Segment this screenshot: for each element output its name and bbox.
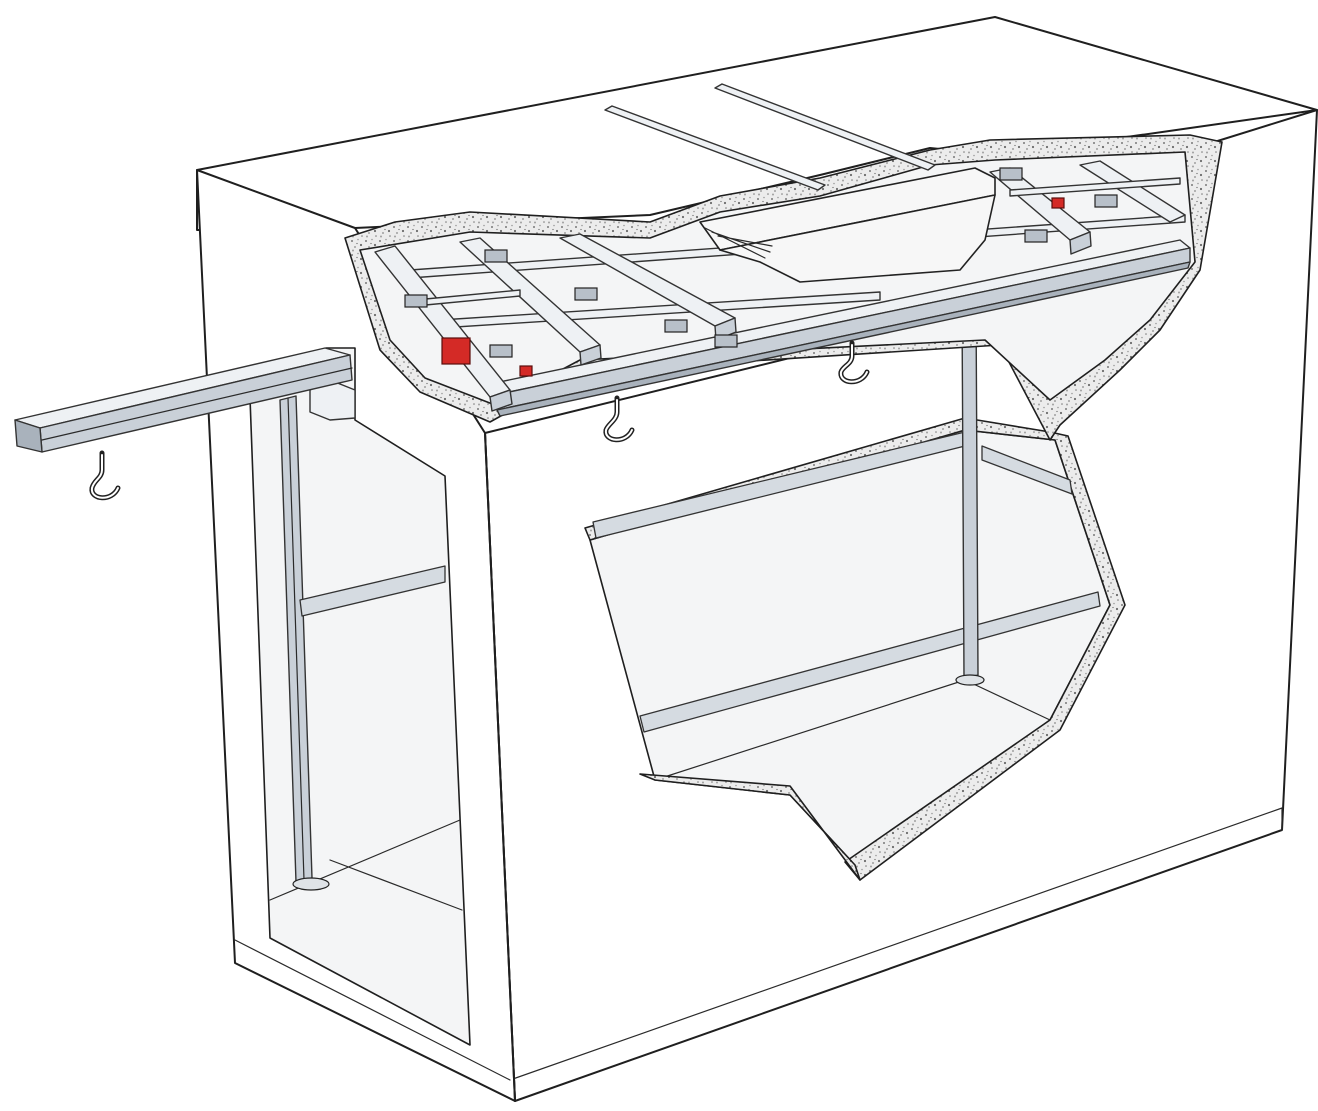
front-corner-edge [484, 432, 516, 1102]
cooling-unit [699, 167, 996, 283]
insulation-ring [584, 417, 1126, 881]
brace-lower [639, 591, 1101, 733]
cooling-unit-vent [704, 227, 773, 259]
cooling-unit-front [719, 194, 996, 283]
insulation-bottom-edge [639, 773, 861, 881]
trolley-5 [1024, 229, 1048, 243]
brace-left [299, 565, 446, 617]
hook-1 [89, 450, 121, 501]
red-block-3 [1051, 197, 1065, 209]
meat-hooks [89, 340, 870, 501]
inner-rail-b [1009, 177, 1181, 197]
cross-braces [592, 431, 1101, 733]
trolley-7 [999, 167, 1023, 181]
roof-rail-1 [604, 105, 826, 191]
trolley-1 [484, 249, 508, 263]
trolley-8 [404, 294, 428, 308]
base-strip-right [509, 807, 1283, 1081]
left-beam-side [489, 389, 513, 412]
hook-2 [603, 395, 635, 443]
hook-3 [838, 340, 870, 385]
extension-rail [14, 347, 353, 453]
extension-rail-end [14, 419, 43, 453]
red-trolleys [441, 197, 1065, 377]
trolley-6 [1094, 194, 1118, 208]
base-strip-left [234, 939, 511, 1081]
cooling-unit-top [699, 167, 996, 251]
trolley-9 [489, 344, 513, 358]
trolley-4 [714, 334, 738, 348]
red-block-1 [441, 337, 471, 365]
roof-rails [604, 83, 936, 191]
support-column-left [279, 395, 330, 891]
red-block-2 [519, 365, 533, 377]
trolley-3 [664, 319, 688, 333]
roof-rail-2 [714, 83, 936, 171]
trolleys [404, 167, 1118, 358]
cutaway-front [584, 301, 1126, 881]
cross-beam-4 [1079, 160, 1186, 223]
main-front-beam-flange [496, 261, 1191, 417]
brace-side [981, 445, 1073, 495]
trolley-2 [574, 287, 598, 301]
